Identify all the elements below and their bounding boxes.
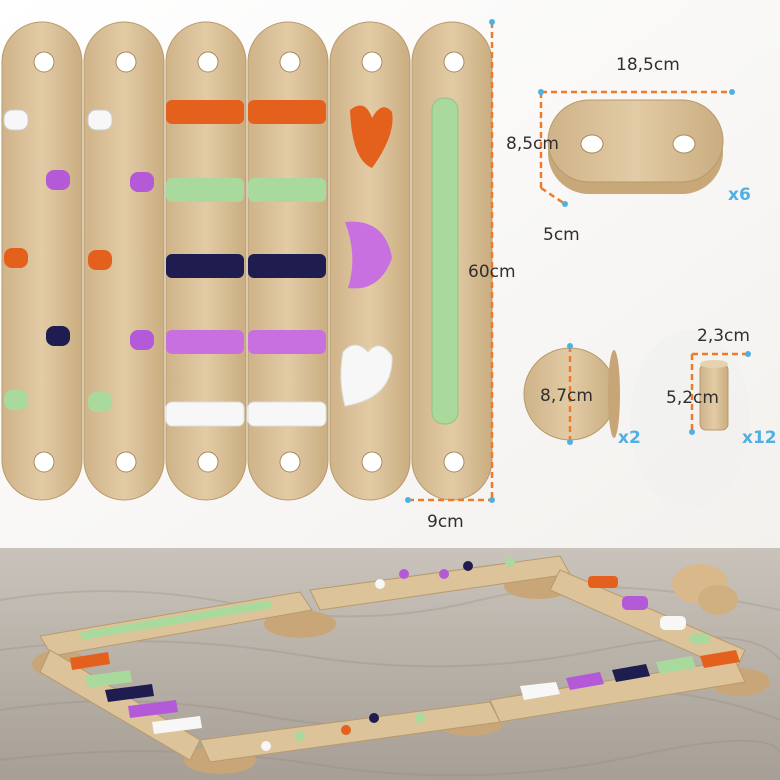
board-6 xyxy=(411,21,493,501)
peg-piece xyxy=(699,360,729,431)
board-2 xyxy=(83,21,165,501)
board-1 xyxy=(1,21,83,501)
base-length-label: 18,5cm xyxy=(616,55,680,75)
base-height-label: 5cm xyxy=(543,225,580,245)
disc-quantity-label: x2 xyxy=(618,428,641,448)
assembled-beam xyxy=(32,555,770,774)
board-length-label: 60cm xyxy=(468,262,516,282)
base-width-label: 8,5cm xyxy=(506,134,559,154)
peg-diameter-label: 2,3cm xyxy=(697,326,750,346)
peg-guides xyxy=(690,352,748,432)
peg-length-label: 5,2cm xyxy=(666,388,719,408)
base-guides xyxy=(539,90,732,206)
disc-piece xyxy=(523,347,620,441)
base-quantity-label: x6 xyxy=(728,185,751,205)
peg-quantity-label: x12 xyxy=(742,428,777,448)
disc-diameter-label: 8,7cm xyxy=(540,386,593,406)
board-4 xyxy=(247,21,329,501)
board-3 xyxy=(165,21,247,501)
board-width-label: 9cm xyxy=(427,512,464,532)
board-5 xyxy=(329,21,411,501)
board-length-guide xyxy=(408,22,494,502)
base-piece xyxy=(547,99,724,194)
